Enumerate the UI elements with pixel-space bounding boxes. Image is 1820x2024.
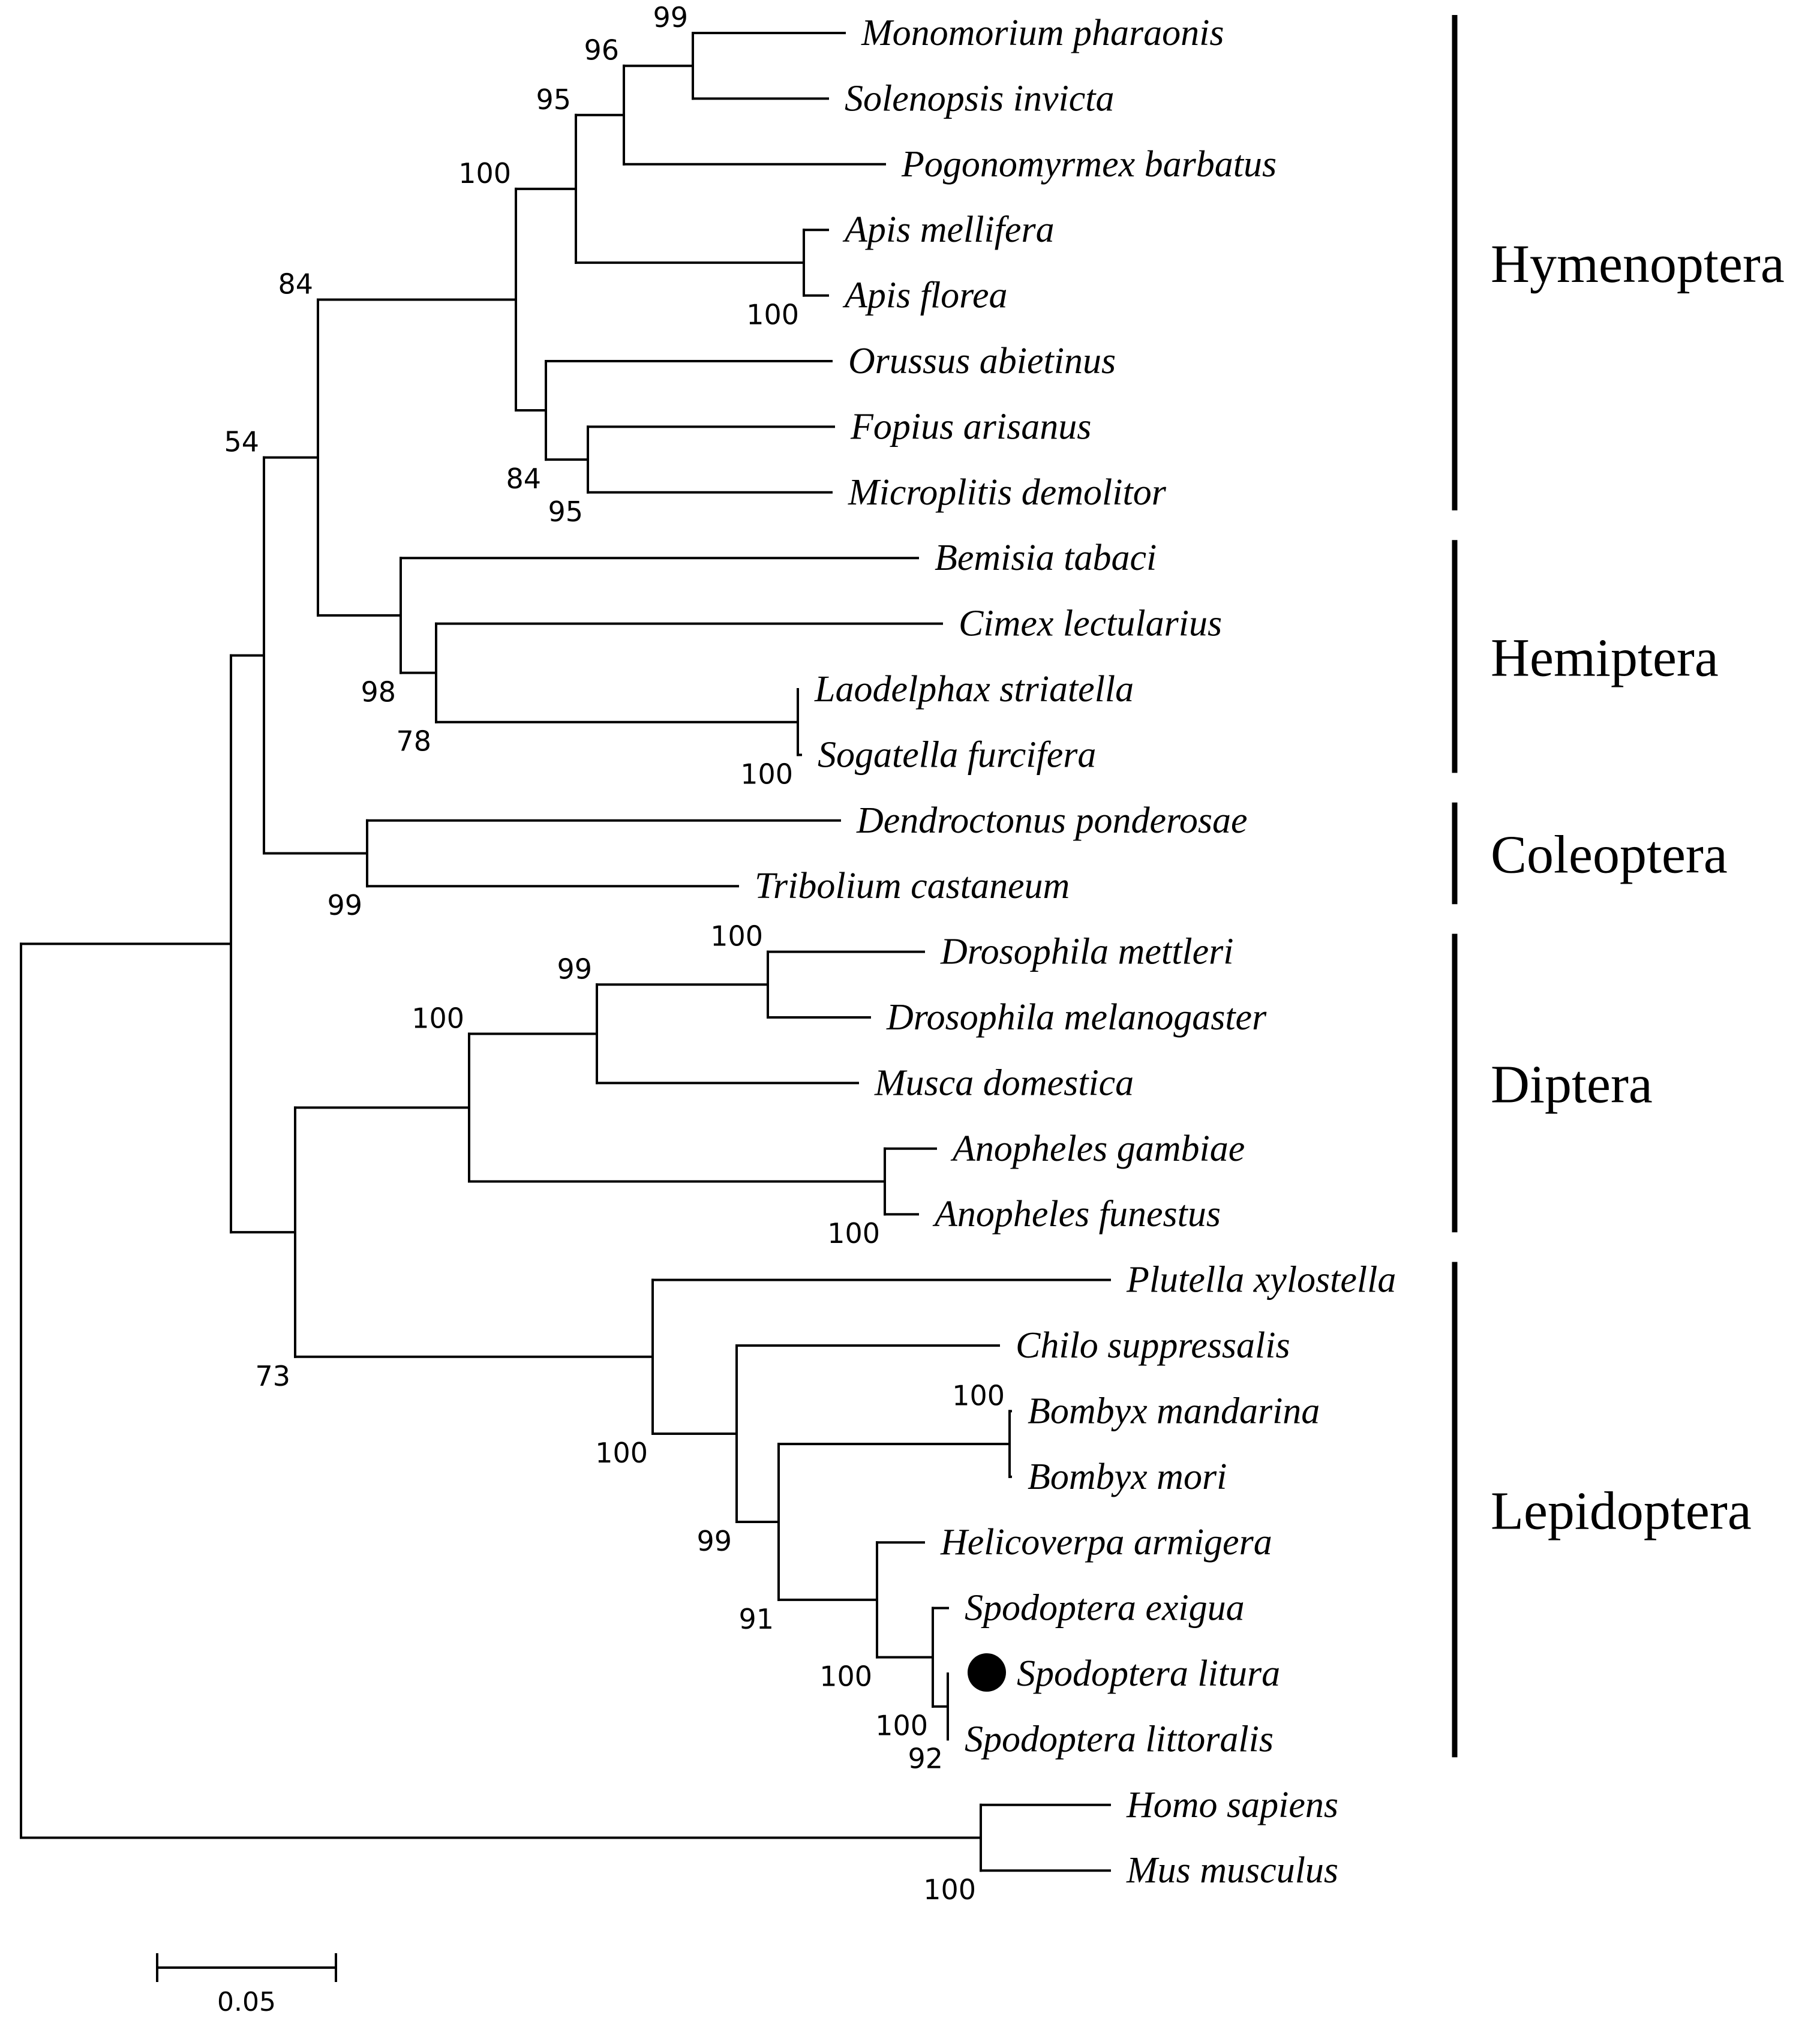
support-value-bombyx-noctuidae: 91 <box>738 1603 774 1635</box>
support-value-hemiptera: 98 <box>361 676 396 708</box>
order-label-coleoptera: Coleoptera <box>1491 825 1728 885</box>
taxon-label: Tribolium castaneum <box>755 866 1070 906</box>
support-value-ants-apis: 95 <box>536 83 571 116</box>
taxon-label: Apis mellifera <box>842 209 1055 250</box>
taxon-label: Bombyx mori <box>1028 1457 1227 1497</box>
taxon-label: Spodoptera litura <box>1017 1653 1280 1694</box>
support-value-brachycera: 99 <box>557 953 592 985</box>
support-value-insects-upper: 54 <box>224 426 259 458</box>
order-label-hymenoptera: Hymenoptera <box>1491 235 1785 294</box>
taxon-label: Orussus abietinus <box>848 341 1116 382</box>
order-label-diptera: Diptera <box>1491 1055 1653 1114</box>
support-value-ants: 96 <box>584 34 619 67</box>
support-value-litura-littoralis: 92 <box>908 1742 943 1774</box>
taxon-label: Musca domestica <box>874 1062 1134 1103</box>
support-value-diptera: 100 <box>412 1002 464 1034</box>
support-value-apis: 100 <box>746 299 799 331</box>
support-value-cimex-planthoppers: 78 <box>396 725 431 758</box>
taxon-label: Microplitis demolitor <box>848 472 1167 513</box>
support-value-diptera-lepidoptera: 73 <box>255 1360 290 1392</box>
taxon-label: Fopius arisanus <box>850 406 1091 447</box>
support-value-chilo-group: 99 <box>696 1525 732 1557</box>
taxon-label: Chilo suppressalis <box>1016 1325 1290 1366</box>
taxon-label: Bombyx mandarina <box>1028 1391 1320 1431</box>
highlight-marker-icon <box>968 1653 1006 1692</box>
scale-bar: 0.05 <box>156 1953 337 2017</box>
taxon-label: Anopheles gambiae <box>950 1128 1245 1169</box>
taxon-label: Homo sapiens <box>1126 1785 1338 1825</box>
support-value-spodoptera: 100 <box>875 1710 928 1742</box>
support-value-anopheles: 100 <box>827 1217 880 1250</box>
taxon-label: Sogatella furcifera <box>818 734 1096 775</box>
order-label-lepidoptera: Lepidoptera <box>1491 1482 1752 1541</box>
support-value-hymenoptera-hemiptera: 84 <box>278 268 313 300</box>
taxon-label: Cimex lectularius <box>959 603 1222 644</box>
support-value-noctuidae: 100 <box>819 1660 872 1693</box>
taxon-label: Drosophila melanogaster <box>886 997 1267 1038</box>
support-value-mammals: 100 <box>923 1873 976 1906</box>
support-value-orussus-group: 84 <box>506 463 541 495</box>
support-value-planthoppers: 100 <box>740 758 793 790</box>
taxon-label: Drosophila mettleri <box>940 932 1234 972</box>
taxon-label: Spodoptera exigua <box>965 1588 1245 1629</box>
support-value-bombyx: 100 <box>952 1379 1005 1412</box>
order-label-hemiptera: Hemiptera <box>1491 628 1719 687</box>
scale-bar-label: 0.05 <box>217 1987 276 2017</box>
support-value-lepidoptera: 100 <box>595 1437 648 1469</box>
support-value-coleoptera: 99 <box>327 889 362 921</box>
taxon-label: Anopheles funestus <box>932 1194 1221 1235</box>
taxon-label: Bemisia tabaci <box>935 537 1157 578</box>
tree-branches <box>20 32 1111 1872</box>
support-value-drosophila: 100 <box>710 920 763 953</box>
taxon-label: Helicoverpa armigera <box>940 1522 1272 1563</box>
support-values: 9996100959584100100789884995410099100100… <box>224 1 1005 1906</box>
support-value-fopius-microplitis: 95 <box>548 496 583 528</box>
taxon-label: Mus musculus <box>1126 1850 1338 1891</box>
order-brackets: HymenopteraHemipteraColeopteraDipteraLep… <box>1452 15 1785 1758</box>
taxon-label: Dendroctonus ponderosae <box>856 800 1247 841</box>
taxon-label: Apis florea <box>842 275 1008 316</box>
taxon-label: Pogonomyrmex barbatus <box>901 144 1277 185</box>
support-value-monomorium-solenopsis: 99 <box>653 1 688 34</box>
taxon-label: Plutella xylostella <box>1126 1260 1396 1301</box>
support-value-hymenoptera: 100 <box>458 157 511 190</box>
taxon-label: Monomorium pharaonis <box>861 13 1224 53</box>
taxon-label: Solenopsis invicta <box>845 78 1114 119</box>
taxon-label: Spodoptera littoralis <box>965 1719 1274 1759</box>
taxon-label: Laodelphax striatella <box>814 669 1134 710</box>
